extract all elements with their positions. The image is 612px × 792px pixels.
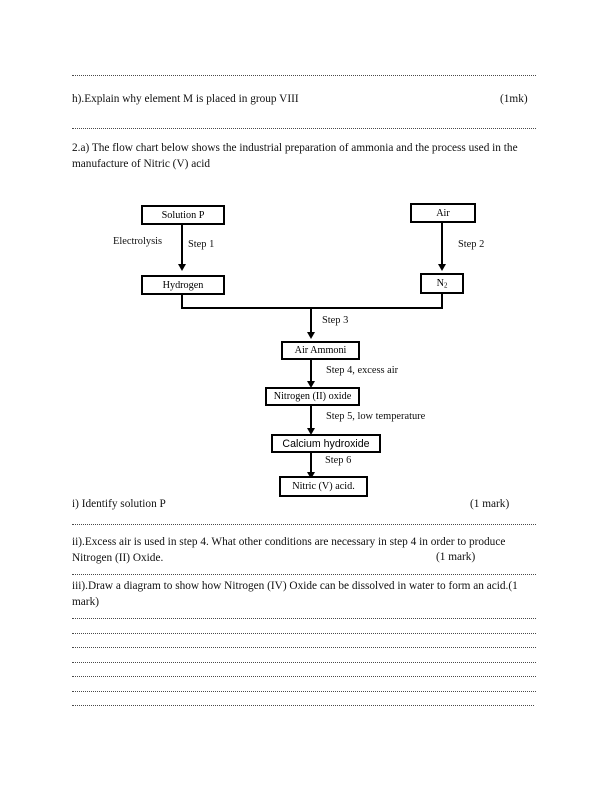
flow-node-nitrogen-gas-label: N2 [436,277,448,290]
question-ii-text: ii).Excess air is used in step 4. What o… [72,536,509,564]
answer-line-i[interactable] [72,522,536,525]
flow-node-nitric-v-acid: Nitric (V) acid. [279,476,368,497]
flow-label-step-2: Step 2 [458,239,485,250]
flow-arrow-line-merge-to-air-ammoni [310,307,312,335]
flow-node-nitrogen-gas: N2 [420,273,464,294]
flow-arrowhead-air-to-nitrogen [437,264,446,271]
answer-line-4[interactable] [72,660,536,663]
flow-node-air-ammoni: Air Ammoni [281,341,360,360]
question-h-marks: (1mk) [500,93,528,105]
flow-node-air: Air [410,203,476,223]
question-i-text: i) Identify solution P [72,498,166,510]
answer-line-1[interactable] [72,616,536,619]
question-2a-intro: 2.a) The flow chart below shows the indu… [72,142,521,170]
flow-label-step-6: Step 6 [325,455,352,466]
answer-line-3[interactable] [72,645,536,648]
question-h-text: h).Explain why element M is placed in gr… [72,93,299,105]
answer-line-2[interactable] [72,631,536,634]
answer-line-ii[interactable] [72,572,536,575]
flow-arrowhead-calcium-hydroxide-to-nitric-acid [306,472,315,479]
answer-line-5[interactable] [72,674,536,677]
flow-node-solution-p: Solution P [141,205,225,225]
question-i-marks: (1 mark) [470,498,510,510]
question-ii-marks: (1 mark) [436,551,476,563]
flow-label-step-1: Step 1 [188,239,215,250]
flow-arrow-line-calcium-hydroxide-to-nitric-acid [310,453,312,475]
flow-junction-bar [181,307,443,309]
flow-arrow-line-no-to-calcium-hydroxide [310,406,312,431]
flow-node-calcium-hydroxide: Calcium hydroxide [271,434,381,453]
flow-label-step-3: Step 3 [322,315,349,326]
answer-line-7[interactable] [72,703,534,706]
question-iii-text: iii).Draw a diagram to show how Nitrogen… [72,580,521,608]
flow-arrow-line-air-ammoni-to-no [310,360,312,384]
flow-node-hydrogen: Hydrogen [141,275,225,295]
answer-line-h[interactable] [72,126,536,129]
flow-label-step-5: Step 5, low temperature [326,411,426,422]
flow-arrowhead-merge-to-air-ammoni [306,332,315,339]
flow-junction-line-nitrogen-down [441,294,443,309]
answer-line-6[interactable] [72,689,536,692]
flow-arrow-line-solution-p-to-hydrogen [181,225,183,267]
flow-label-step-4: Step 4, excess air [326,365,399,376]
flow-arrowhead-solution-p-to-hydrogen [177,264,186,271]
flow-node-nitrogen-ii-oxide: Nitrogen (II) oxide [265,387,360,406]
flow-label-electrolysis: Electrolysis [113,236,163,247]
flow-junction-line-hydrogen-down [181,295,183,309]
flow-arrowhead-air-ammoni-to-no [306,381,315,388]
flow-arrow-line-air-to-nitrogen [441,223,443,267]
flow-arrowhead-no-to-calcium-hydroxide [306,428,315,435]
answer-line-top[interactable] [72,73,536,76]
